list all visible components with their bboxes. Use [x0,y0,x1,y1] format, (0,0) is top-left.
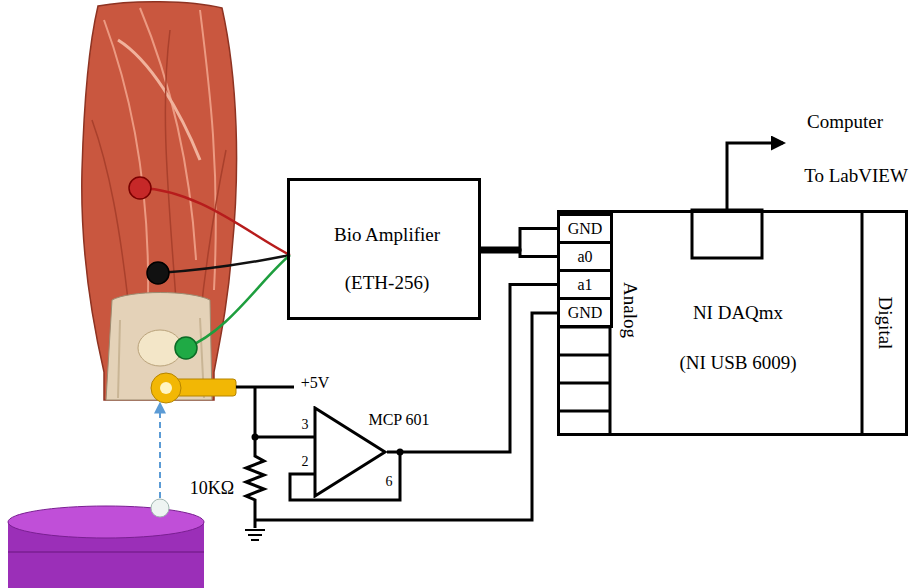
resistor-value: 10KΩ [190,479,234,499]
daq-box: NI DAQmx(NI USB 6009)GNDa0a1GND [557,210,908,436]
port-group-label: Analog [620,282,641,338]
pin-name: a1 [577,276,592,294]
signal-wire [481,229,557,251]
pin-number: 3 [302,417,309,432]
pin-number: 2 [302,454,309,469]
pin-box: a1 [557,269,613,300]
pin-name: GND [568,304,603,322]
pin-name: a0 [577,248,592,266]
part-name: MCP 601 [368,411,429,429]
pin-box: a0 [557,241,613,272]
pin-box: GND [557,213,613,244]
hall-sensor [151,373,236,403]
junction-dot [252,434,259,441]
device-label: Computer [807,112,883,133]
leg-muscles [82,2,237,400]
box-text: (ETH-256) [345,273,429,294]
pin-name: GND [568,220,603,238]
signal-wire [481,250,557,257]
supply-label: +5V [301,374,330,392]
ground-symbol [245,530,265,540]
pin-box: GND [557,297,613,328]
magnet [8,404,204,588]
box-text: NI DAQmx [693,303,783,324]
box-text: Bio Amplifier [334,225,440,246]
daq-structure [557,210,862,435]
electrode-leads [129,177,290,359]
device-label: To LabVIEW [804,166,908,187]
pin-number: 6 [386,474,393,489]
amplifier-box: Bio Amplifier (ETH-256) [287,178,481,320]
box-text: (NI USB 6009) [679,353,796,374]
circuit-wires [236,143,783,528]
port-group-label: Digital [875,297,896,350]
op-amp: MCP 601 [313,406,387,498]
